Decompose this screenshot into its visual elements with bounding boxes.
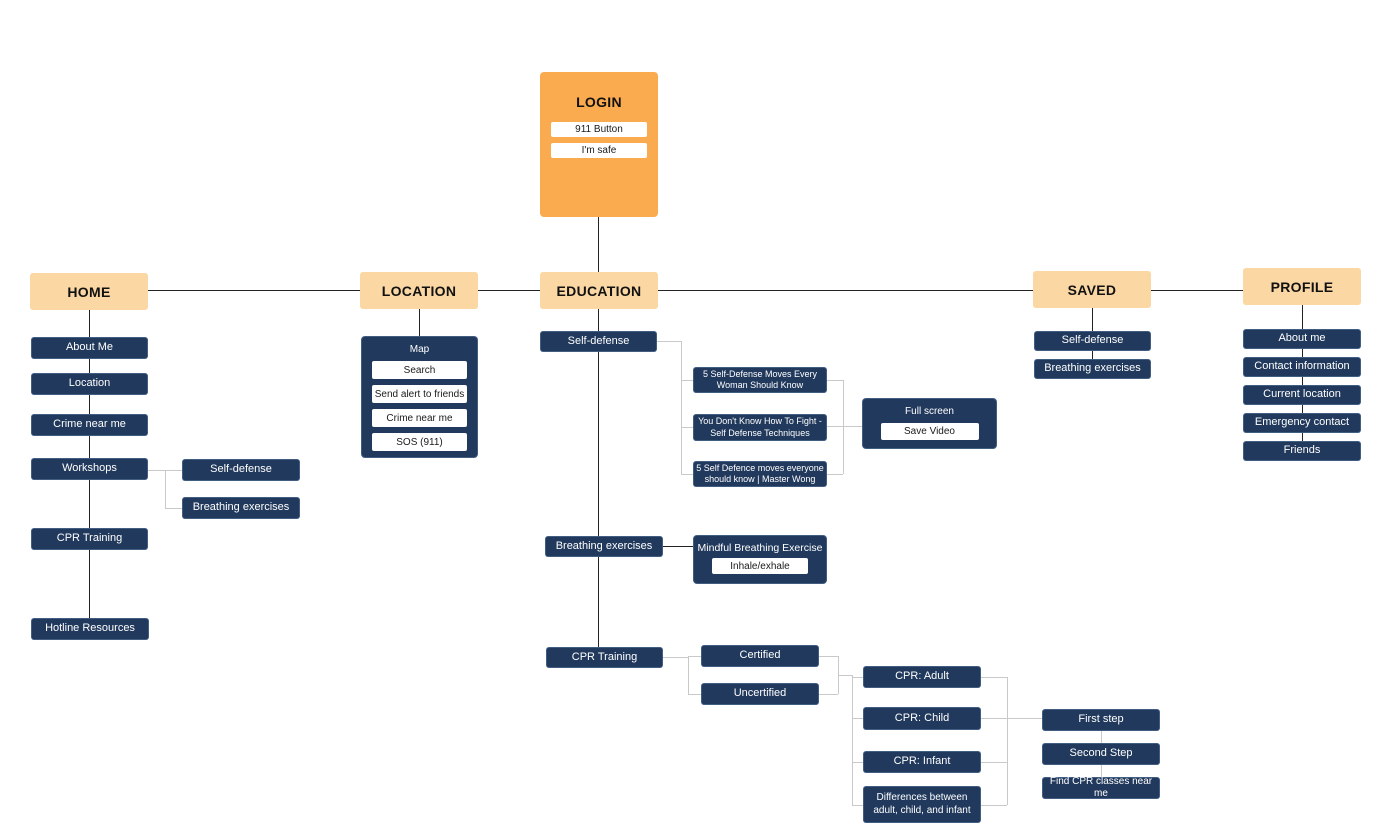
map-send-alert-button[interactable]: Send alert to friends bbox=[372, 385, 467, 403]
node-edu-cpr-training[interactable]: CPR Training bbox=[546, 647, 663, 668]
911-button[interactable]: 911 Button bbox=[551, 122, 647, 137]
node-home-workshops[interactable]: Workshops bbox=[31, 458, 148, 480]
connector-line bbox=[688, 656, 701, 657]
map-panel[interactable]: Map Search Send alert to friends Crime n… bbox=[361, 336, 478, 458]
node-home-location[interactable]: Location bbox=[31, 373, 148, 395]
save-video-button[interactable]: Save Video bbox=[880, 423, 979, 440]
connector-line bbox=[681, 427, 693, 428]
connector-line bbox=[819, 656, 838, 657]
node-video-you-dont-know-how-to-fight[interactable]: You Don't Know How To Fight - Self Defen… bbox=[693, 414, 827, 441]
node-cpr-second-step[interactable]: Second Step bbox=[1042, 743, 1160, 765]
node-profile-emergency-contact[interactable]: Emergency contact bbox=[1243, 413, 1361, 433]
im-safe-button[interactable]: I'm safe bbox=[551, 143, 647, 158]
connector-line bbox=[1092, 350, 1093, 359]
fullscreen-title: Full screen bbox=[905, 406, 954, 417]
connector-line bbox=[165, 508, 182, 509]
header-location[interactable]: LOCATION bbox=[360, 272, 478, 309]
login-title: LOGIN bbox=[576, 94, 622, 110]
node-workshops-breathing-exercises[interactable]: Breathing exercises bbox=[182, 497, 300, 519]
node-home-cpr-training[interactable]: CPR Training bbox=[31, 528, 148, 550]
node-cpr-find-classes[interactable]: Find CPR classes near me bbox=[1042, 776, 1160, 799]
connector-line bbox=[598, 309, 599, 647]
node-edu-breathing-exercises[interactable]: Breathing exercises bbox=[545, 536, 663, 557]
node-video-master-wong[interactable]: 5 Self Defence moves everyone should kno… bbox=[693, 461, 827, 487]
connector-line bbox=[681, 341, 682, 474]
connector-line bbox=[1101, 765, 1102, 777]
node-profile-about-me[interactable]: About me bbox=[1243, 329, 1361, 349]
connector-line bbox=[827, 380, 843, 381]
node-cpr-certified[interactable]: Certified bbox=[701, 645, 819, 667]
node-cpr-uncertified[interactable]: Uncertified bbox=[701, 683, 819, 705]
node-profile-current-location[interactable]: Current location bbox=[1243, 385, 1361, 405]
connector-line bbox=[657, 341, 681, 342]
connector-line bbox=[819, 694, 838, 695]
header-profile[interactable]: PROFILE bbox=[1243, 268, 1361, 305]
connector-line bbox=[663, 546, 693, 547]
connector-line bbox=[838, 675, 852, 676]
connector-line bbox=[843, 380, 844, 474]
header-saved[interactable]: SAVED bbox=[1033, 271, 1151, 308]
node-saved-self-defense[interactable]: Self-defense bbox=[1034, 331, 1151, 351]
node-workshops-self-defense[interactable]: Self-defense bbox=[182, 459, 300, 481]
node-cpr-child[interactable]: CPR: Child bbox=[863, 707, 981, 730]
node-video-5-moves-every-woman[interactable]: 5 Self-Defense Moves Every Woman Should … bbox=[693, 367, 827, 393]
connector-line bbox=[598, 217, 599, 273]
header-home[interactable]: HOME bbox=[30, 273, 148, 310]
node-profile-friends[interactable]: Friends bbox=[1243, 441, 1361, 461]
connector-line bbox=[981, 805, 1007, 806]
node-edu-self-defense[interactable]: Self-defense bbox=[540, 331, 657, 352]
connector-line bbox=[852, 762, 863, 763]
fullscreen-panel[interactable]: Full screen Save Video bbox=[862, 398, 997, 449]
map-title: Map bbox=[409, 344, 430, 355]
connector-line bbox=[852, 718, 863, 719]
connector-line bbox=[827, 426, 843, 427]
node-cpr-infant[interactable]: CPR: Infant bbox=[863, 751, 981, 773]
connector-line bbox=[681, 380, 693, 381]
connector-line bbox=[981, 718, 1042, 719]
mindful-breathing-panel[interactable]: Mindful Breathing Exercise Inhale/exhale bbox=[693, 535, 827, 584]
connector-line bbox=[688, 694, 701, 695]
connector-line bbox=[843, 426, 862, 427]
connector-line bbox=[827, 474, 843, 475]
connector-line bbox=[1092, 305, 1093, 331]
connector-line bbox=[852, 677, 863, 678]
header-education[interactable]: EDUCATION bbox=[540, 272, 658, 309]
map-search-button[interactable]: Search bbox=[372, 361, 467, 379]
connector-line bbox=[165, 470, 166, 508]
connector-line bbox=[852, 805, 863, 806]
connector-line bbox=[681, 474, 693, 475]
login-screen-node[interactable]: LOGIN 911 Button I'm safe bbox=[540, 72, 658, 217]
connector-line bbox=[981, 677, 1007, 678]
inhale-exhale-button[interactable]: Inhale/exhale bbox=[712, 558, 808, 574]
node-home-about-me[interactable]: About Me bbox=[31, 337, 148, 359]
connector-line bbox=[419, 308, 420, 336]
connector-line bbox=[1101, 731, 1102, 743]
connector-line bbox=[852, 675, 853, 805]
connector-line bbox=[663, 657, 688, 658]
node-saved-breathing-exercises[interactable]: Breathing exercises bbox=[1034, 359, 1151, 379]
map-sos-button[interactable]: SOS (911) bbox=[372, 433, 467, 451]
map-crime-near-me-button[interactable]: Crime near me bbox=[372, 409, 467, 427]
node-cpr-adult[interactable]: CPR: Adult bbox=[863, 666, 981, 688]
mindful-breathing-title: Mindful Breathing Exercise bbox=[697, 542, 823, 554]
node-cpr-first-step[interactable]: First step bbox=[1042, 709, 1160, 731]
node-cpr-differences[interactable]: Differences between adult, child, and in… bbox=[863, 786, 981, 823]
node-profile-contact-information[interactable]: Contact information bbox=[1243, 357, 1361, 377]
connector-line bbox=[148, 290, 1243, 291]
node-home-crime-near-me[interactable]: Crime near me bbox=[31, 414, 148, 436]
connector-line bbox=[1007, 677, 1008, 805]
connector-line bbox=[981, 762, 1007, 763]
connector-line bbox=[688, 656, 689, 694]
node-home-hotline-resources[interactable]: Hotline Resources bbox=[31, 618, 149, 640]
